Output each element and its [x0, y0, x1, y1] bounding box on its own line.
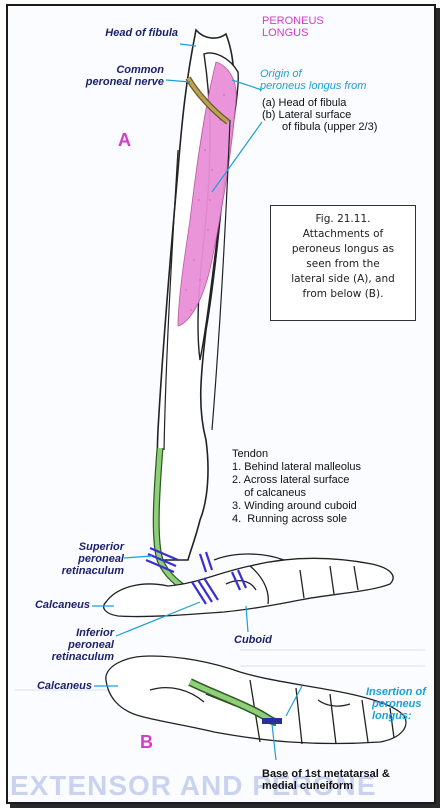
label-inferior-ret-2: peroneal: [30, 639, 114, 651]
origin-heading-2: peroneus longus from: [260, 80, 366, 92]
caption-line-5: lateral side (A), and: [271, 272, 415, 287]
view-a-letter: A: [118, 130, 131, 151]
insertion-heading-1: Insertion of: [366, 686, 426, 698]
tendon-heading: Tendon: [232, 448, 361, 461]
caption-line-3: peroneus longus as: [271, 242, 415, 257]
label-head-of-fibula: Head of fibula: [62, 27, 178, 39]
tendon-course-list: Tendon 1. Behind lateral malleolus 2. Ac…: [232, 448, 361, 526]
origin-item-a: (a) Head of fibula: [262, 97, 346, 109]
figure-caption-box: Fig. 21.11. Attachments of peroneus long…: [270, 205, 416, 321]
insertion-heading-3: longus:: [372, 710, 412, 722]
tendon-item: 4. Running across sole: [232, 513, 361, 526]
insertion-detail-2: medial cuneiform: [262, 780, 353, 792]
label-superior-ret-1: Superior: [40, 541, 124, 553]
tendon-item: 2. Across lateral surface: [232, 474, 361, 487]
label-superior-ret-3: retinaculum: [40, 565, 124, 577]
label-inferior-ret-1: Inferior: [30, 627, 114, 639]
tendon-item: 1. Behind lateral malleolus: [232, 461, 361, 474]
caption-line-6: from below (B).: [271, 287, 415, 302]
origin-item-b-1: (b) Lateral surface: [262, 109, 351, 121]
origin-heading-1: Origin of: [260, 68, 302, 80]
muscle-title-line1: PERONEUS: [262, 15, 324, 27]
caption-line-2: Attachments of: [271, 227, 415, 242]
foot-lateral-view: [104, 554, 393, 617]
label-calcaneus-b: Calcaneus: [22, 680, 92, 692]
caption-line-1: Fig. 21.11.: [271, 212, 415, 227]
insertion-detail-1: Base of 1st metatarsal &: [262, 768, 390, 780]
insertion-heading-2: peroneus: [372, 698, 422, 710]
tendon-item: 3. Winding around cuboid: [232, 500, 361, 513]
label-common-nerve-2: peroneal nerve: [60, 76, 164, 88]
foot-plantar-view: [106, 656, 406, 744]
label-cuboid: Cuboid: [234, 634, 272, 646]
caption-line-4: seen from the: [271, 257, 415, 272]
muscle-title-line2: LONGUS: [262, 27, 308, 39]
insertion-marker: [262, 718, 282, 724]
label-inferior-ret-3: retinaculum: [30, 651, 114, 663]
origin-item-b-2: of fibula (upper 2/3): [282, 121, 377, 133]
label-calcaneus-a: Calcaneus: [20, 599, 90, 611]
label-common-nerve-1: Common: [60, 64, 164, 76]
view-b-letter: B: [140, 732, 153, 753]
tendon-item: of calcaneus: [232, 487, 361, 500]
label-superior-ret-2: peroneal: [40, 553, 124, 565]
